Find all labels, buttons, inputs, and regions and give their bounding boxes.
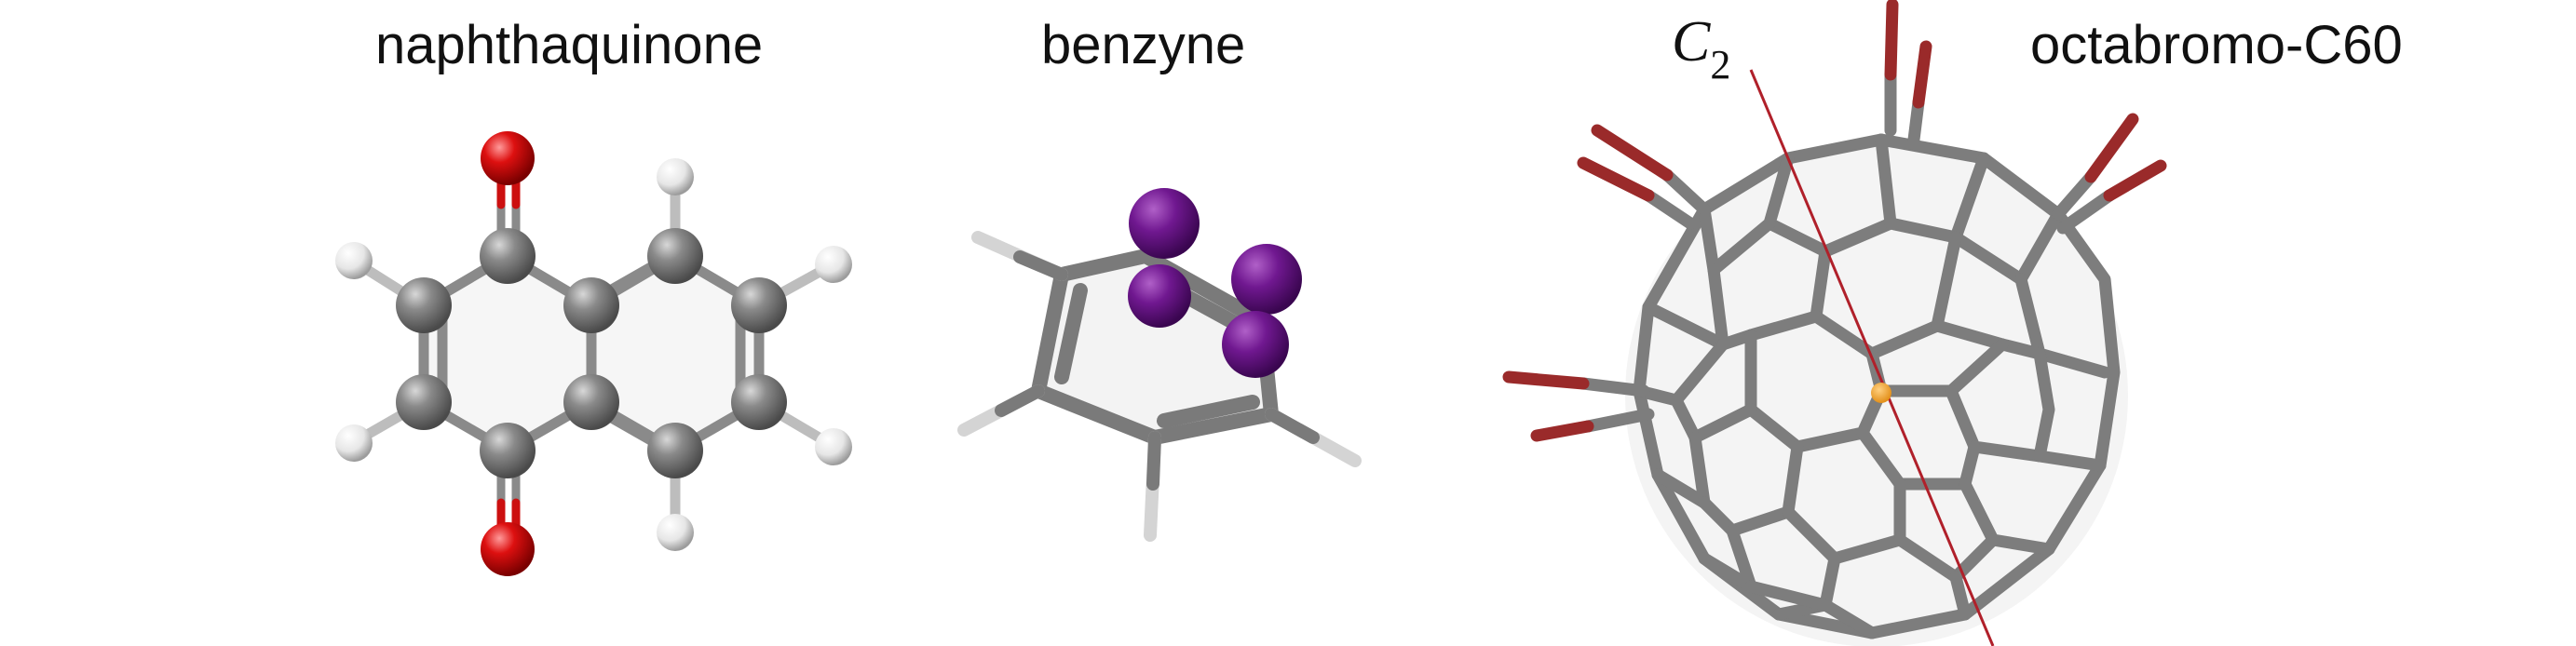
octabromo-c60-label: octabromo-C60 <box>2030 15 2403 75</box>
naphthaquinone-molecule <box>335 131 852 576</box>
c2-axis-subscript: 2 <box>1710 42 1731 88</box>
benzyne-label: benzyne <box>1041 15 1246 75</box>
benzyne-molecule <box>957 188 1362 542</box>
octabromo-c60-molecule <box>1502 0 2167 646</box>
c2-axis-label: C2 <box>1672 10 1730 86</box>
c2-axis-symbol: C <box>1672 10 1711 74</box>
naphthaquinone-label: naphthaquinone <box>375 15 764 75</box>
